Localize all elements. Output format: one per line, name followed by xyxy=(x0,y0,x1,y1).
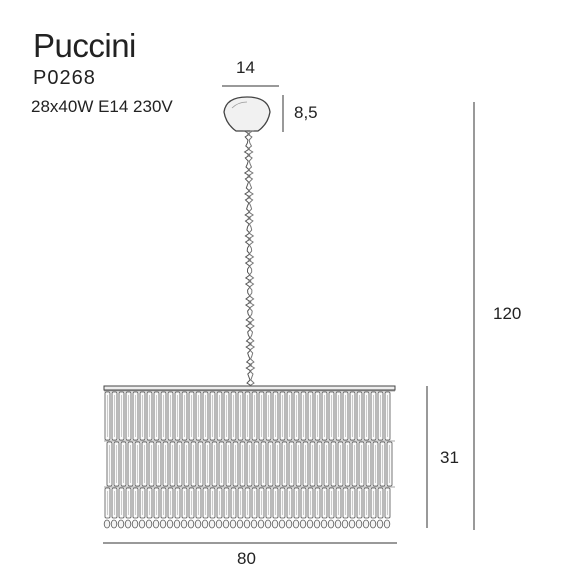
crystal-drop xyxy=(110,519,118,529)
crystal-drop xyxy=(285,519,293,529)
crystal-drop xyxy=(117,519,125,529)
chain-strand xyxy=(242,130,253,387)
dim-label-shade-diameter: 80 xyxy=(237,549,256,568)
crystal-drop xyxy=(187,519,195,529)
canopy-highlight xyxy=(231,101,248,109)
crystal-drop xyxy=(341,519,349,529)
crystal-drop xyxy=(236,519,244,529)
crystal-drop xyxy=(299,519,307,529)
crystal-drop xyxy=(334,519,342,529)
crystal-drop xyxy=(292,519,300,529)
dim-label-canopy-width: 14 xyxy=(236,58,255,77)
crystal-drop xyxy=(250,519,258,529)
product-code: P0268 xyxy=(33,67,96,89)
crystal-drop xyxy=(159,519,167,529)
chain-strand xyxy=(246,130,256,387)
crystal-drop xyxy=(271,519,279,529)
dim-label-total-height: 120 xyxy=(493,304,522,323)
crystal-drop xyxy=(201,519,209,529)
shade-top-ring xyxy=(103,385,396,391)
crystal-drop xyxy=(173,519,181,529)
crystal-drop xyxy=(362,519,370,529)
crystal-drop xyxy=(194,519,202,529)
product-spec: 28x40W E14 230V xyxy=(31,97,173,116)
crystal-drop xyxy=(306,519,314,529)
dim-label-shade-height: 31 xyxy=(440,448,459,467)
crystal-drop xyxy=(327,519,335,529)
crystal-drop xyxy=(152,519,160,529)
crystal-drop xyxy=(313,519,321,529)
crystal-drop xyxy=(369,519,377,529)
crystal-drop xyxy=(180,519,188,529)
crystal-drop xyxy=(348,519,356,529)
crystal-drop xyxy=(264,519,272,529)
crystal-drop xyxy=(229,519,237,529)
crystal-drop xyxy=(208,519,216,529)
crystal-drop xyxy=(166,519,174,529)
suspension-chain xyxy=(242,130,256,387)
crystal-drop xyxy=(131,519,139,529)
crystal-drop xyxy=(145,519,153,529)
crystal-drop xyxy=(124,519,132,529)
crystal-drop xyxy=(103,519,111,529)
crystal-drop xyxy=(383,519,391,529)
crystal-drop xyxy=(376,519,384,529)
product-title: Puccini xyxy=(33,27,136,64)
crystal-drop xyxy=(138,519,146,529)
crystal-drop xyxy=(320,519,328,529)
crystal-drop xyxy=(257,519,265,529)
crystal-drop xyxy=(215,519,223,529)
crystal-drop xyxy=(278,519,286,529)
crystal-shade xyxy=(103,385,396,529)
crystal-drop xyxy=(243,519,251,529)
dim-label-canopy-height: 8,5 xyxy=(294,103,318,122)
crystal-drop xyxy=(222,519,230,529)
crystal-drop xyxy=(355,519,363,529)
